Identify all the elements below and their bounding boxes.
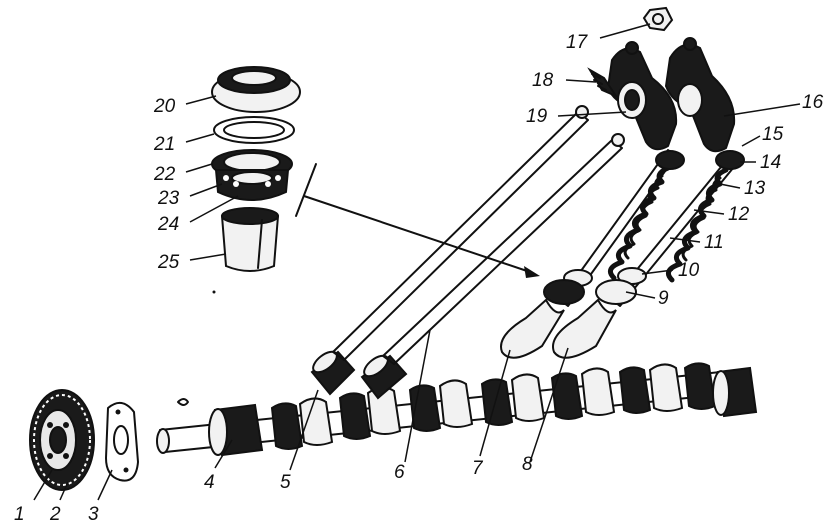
label-23: 23 bbox=[157, 188, 180, 209]
valve-assembly-right bbox=[552, 150, 745, 359]
outer-spring-left bbox=[607, 165, 671, 281]
label-20: 20 bbox=[153, 96, 176, 117]
valve-assembly-left bbox=[500, 149, 685, 359]
camshaft-front-journal bbox=[208, 403, 264, 457]
outer-spring-right bbox=[665, 167, 729, 283]
label-13: 13 bbox=[744, 178, 766, 199]
label-16: 16 bbox=[802, 92, 824, 113]
camshaft bbox=[156, 362, 758, 457]
label-22: 22 bbox=[153, 164, 176, 185]
label-3: 3 bbox=[88, 504, 99, 525]
disc-spring bbox=[213, 116, 295, 144]
rotator-cover bbox=[211, 66, 301, 113]
label-10: 10 bbox=[678, 260, 700, 281]
label-12: 12 bbox=[728, 204, 750, 225]
timing-gear bbox=[29, 389, 95, 491]
camshaft-rear-journal bbox=[712, 366, 758, 418]
rotator-housing bbox=[214, 169, 290, 201]
label-15: 15 bbox=[762, 124, 784, 145]
label-6: 6 bbox=[394, 462, 405, 483]
label-17: 17 bbox=[566, 32, 589, 53]
label-21: 21 bbox=[153, 134, 175, 155]
lock-nut bbox=[642, 6, 674, 32]
label-18: 18 bbox=[532, 70, 554, 91]
dot-mark bbox=[212, 290, 216, 294]
label-24: 24 bbox=[157, 214, 179, 235]
label-19: 19 bbox=[526, 106, 548, 127]
label-8: 8 bbox=[522, 454, 533, 475]
label-9: 9 bbox=[658, 288, 669, 309]
gasket bbox=[105, 401, 139, 482]
label-4: 4 bbox=[204, 472, 215, 493]
explosion-arrow bbox=[295, 163, 540, 278]
callout-labels: 1 2 3 4 5 6 7 8 9 10 11 12 13 14 15 16 1… bbox=[14, 32, 824, 525]
label-11: 11 bbox=[704, 232, 724, 253]
label-7: 7 bbox=[472, 458, 484, 479]
rocker-arms bbox=[587, 37, 736, 153]
label-14: 14 bbox=[760, 152, 781, 173]
leader-lines bbox=[33, 23, 801, 501]
label-5: 5 bbox=[280, 472, 291, 493]
valve-rotator-exploded bbox=[211, 66, 301, 272]
label-25: 25 bbox=[157, 252, 180, 273]
label-2: 2 bbox=[49, 504, 61, 525]
tappets bbox=[310, 350, 408, 400]
label-1: 1 bbox=[14, 504, 25, 525]
split-sleeve bbox=[220, 207, 280, 272]
